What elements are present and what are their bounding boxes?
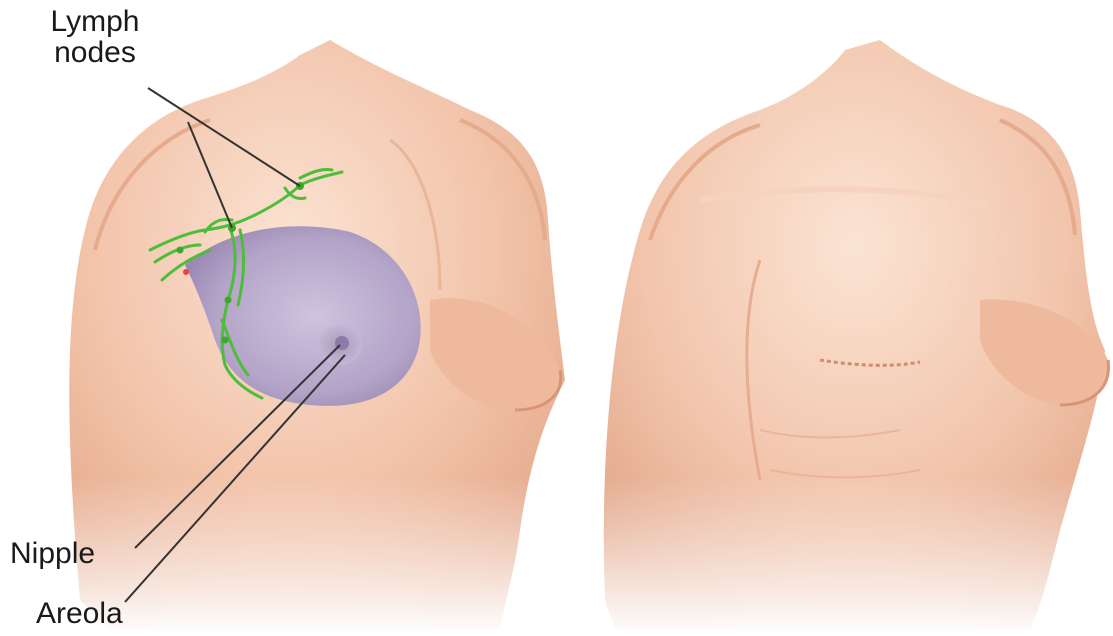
label-lymph-nodes-line1: Lymph bbox=[40, 6, 150, 37]
label-areola: Areola bbox=[36, 598, 123, 629]
label-lymph-nodes-line2: nodes bbox=[40, 37, 150, 68]
label-nipple: Nipple bbox=[10, 538, 95, 569]
label-lymph-nodes: Lymph nodes bbox=[40, 6, 150, 68]
